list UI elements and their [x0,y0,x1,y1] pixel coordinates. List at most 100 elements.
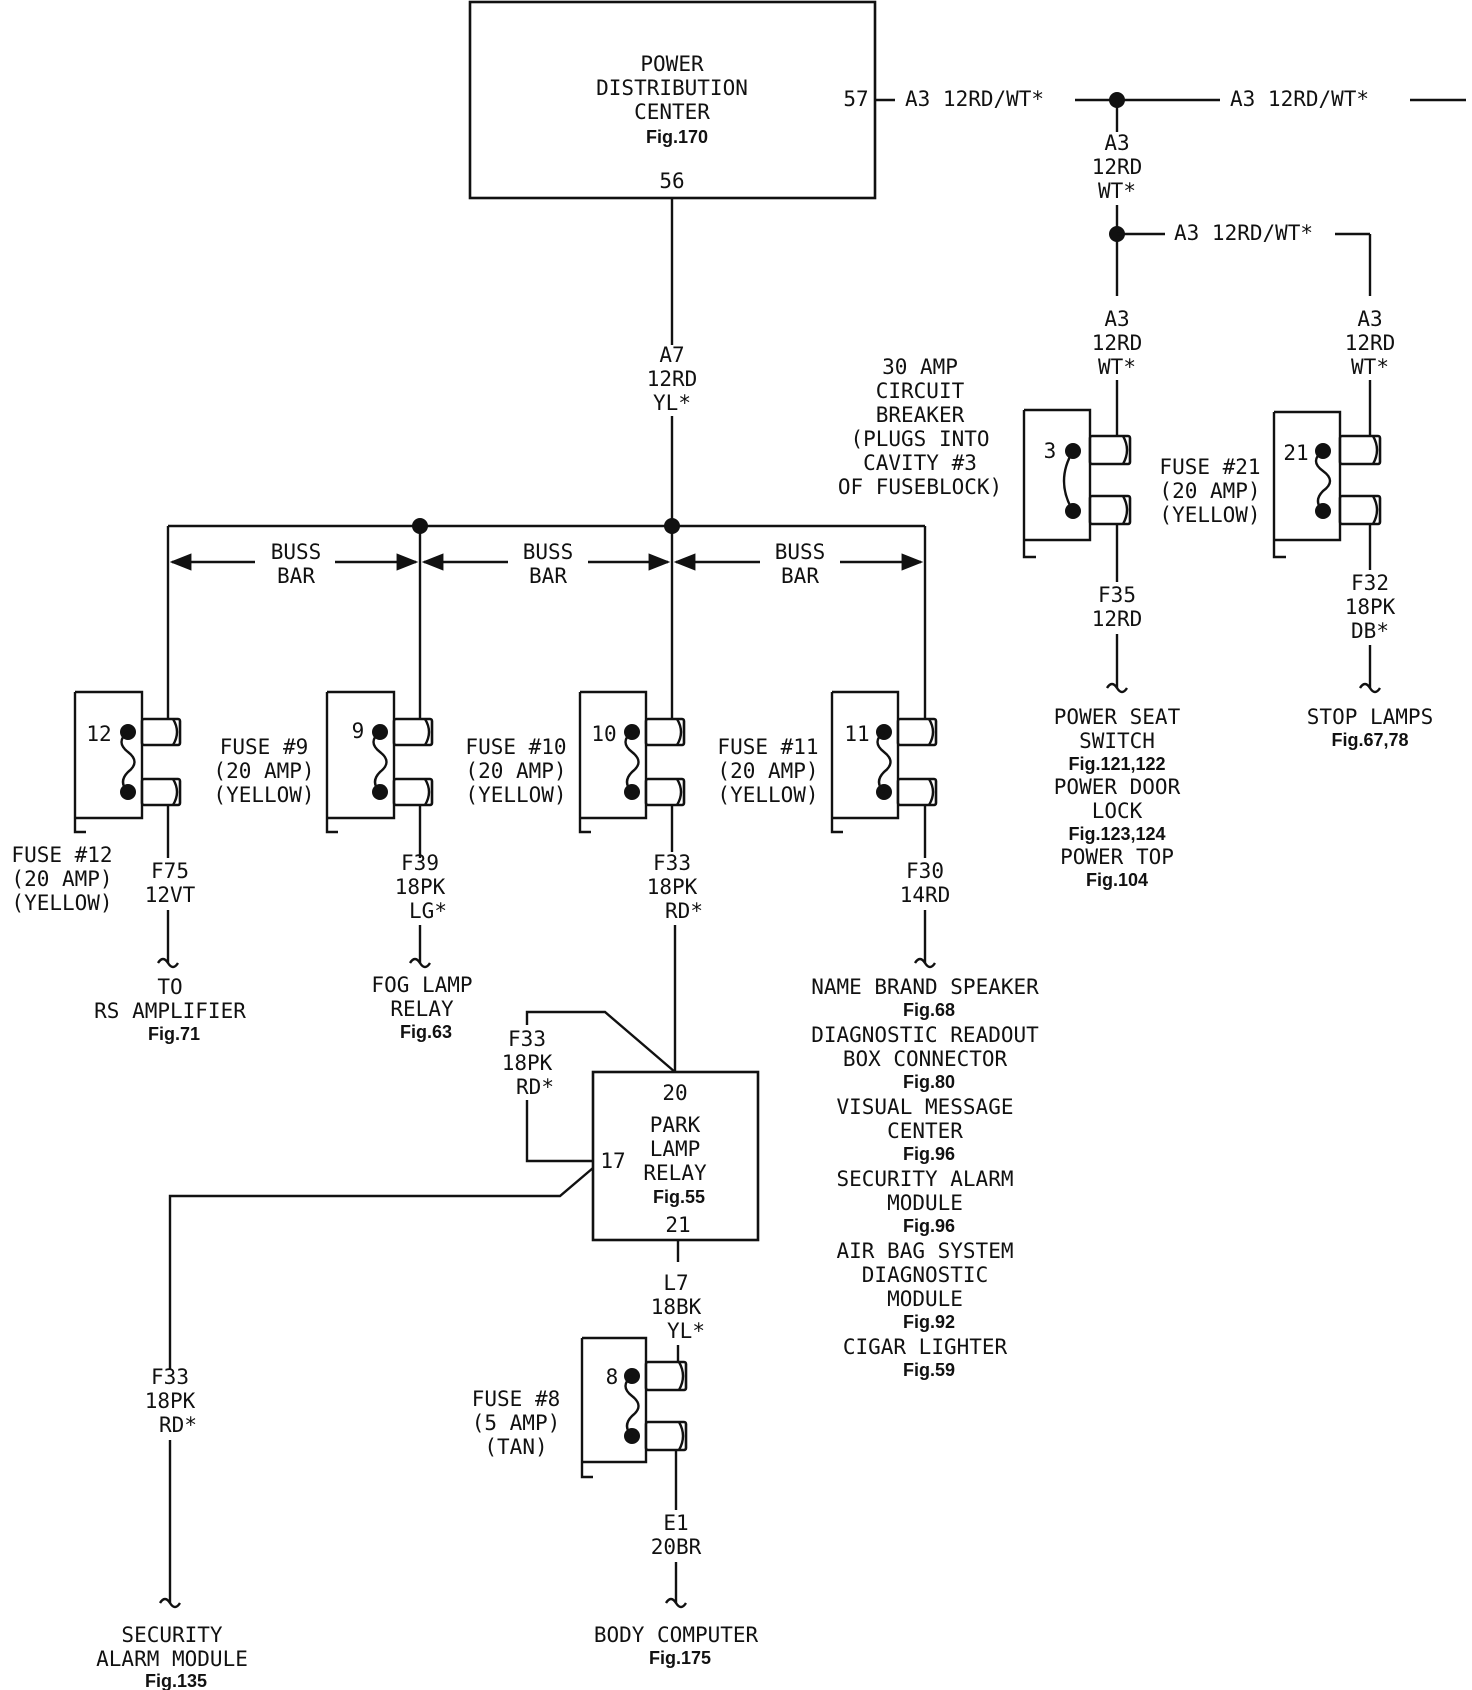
speaker-item-5-line-2: DIAGNOSTIC [862,1263,988,1287]
fuse-21-symbol: 21 [1272,410,1382,559]
e1-line-1: E1 [663,1511,688,1535]
fuse-9-line-1: FUSE #9 [220,735,309,759]
fuse-11-symbol: 11 [830,690,938,834]
a3-drop1-line-1: A3 [1104,131,1129,155]
speaker-item-4-fig: Fig.96 [903,1216,955,1236]
body-computer-fig: Fig.175 [649,1648,711,1668]
body-computer-label: BODY COMPUTER [594,1623,759,1647]
f33-line-1: F33 [653,851,691,875]
f33-line-3: RD* [665,899,703,923]
a3-drop1-line-2: 12RD [1092,155,1143,179]
pdc-title-line-2: DISTRIBUTION [596,76,748,100]
speaker-item-4-line-2: MODULE [887,1191,963,1215]
l7-line-2: 18BK [651,1295,702,1319]
relay-fig: Fig.55 [653,1187,705,1207]
cb-label-line-6: OF FUSEBLOCK) [838,475,1002,499]
fuse-21-cavity: 21 [1283,441,1308,465]
buss-bar-1-line-2: BAR [277,564,315,588]
speaker-item-5-fig: Fig.92 [903,1312,955,1332]
fuse-8-symbol: 8 [580,1336,688,1479]
speaker-item-3-fig: Fig.96 [903,1144,955,1164]
power-top-label: POWER TOP [1060,845,1174,869]
fuse-10-symbol: 10 [578,690,686,834]
fog-relay-line-1: FOG LAMP [371,973,472,997]
speaker-item-2-line-1: DIAGNOSTIC READOUT [811,1023,1039,1047]
rs-amp-line-2: RS AMPLIFIER [94,999,246,1023]
f32-line-2: 18PK [1345,595,1396,619]
l7-line-1: L7 [663,1271,688,1295]
park-lamp-relay: 20 17 PARK LAMP RELAY Fig.55 21 [591,1070,760,1242]
pdc-pin-57: 57 [843,87,868,111]
circuit-breaker-symbol: 3 [1022,408,1132,559]
fuse-21-line-1: FUSE #21 [1159,455,1260,479]
speaker-item-1-fig: Fig.68 [903,1000,955,1020]
cb-label-line-4: (PLUGS INTO [850,427,989,451]
f39-line-1: F39 [401,851,439,875]
fuse-10-line-3: (YELLOW) [465,783,566,807]
f33-loop-line-1: F33 [508,1027,546,1051]
f32-line-1: F32 [1351,571,1389,595]
a3-cb-line-2: 12RD [1092,331,1143,355]
f75-line-2: 12VT [145,883,196,907]
cb-label-line-2: CIRCUIT [876,379,965,403]
a3-drop1-line-3: WT* [1098,179,1136,203]
f32-line-3: DB* [1351,619,1389,643]
fuse-12-line-2: (20 AMP) [11,867,112,891]
power-door-line-1: POWER DOOR [1054,775,1181,799]
rs-amp-line-1: TO [157,975,182,999]
power-seat-line-2: SWITCH [1079,729,1155,753]
cb-cavity: 3 [1044,439,1057,463]
f33-loop-line-2: 18PK [502,1051,553,1075]
relay-title-line-3: RELAY [643,1161,707,1185]
a3-fuse21-line-2: 12RD [1345,331,1396,355]
speaker-item-6-line-1: CIGAR LIGHTER [843,1335,1008,1359]
relay-pin-17: 17 [600,1149,625,1173]
fog-relay-fig: Fig.63 [400,1022,452,1042]
security-module-line-2: ALARM MODULE [96,1647,248,1671]
relay-pin-20: 20 [662,1081,687,1105]
fuse-9-line-3: (YELLOW) [213,783,314,807]
a7-line-1: A7 [659,343,684,367]
speaker-item-2-line-2: BOX CONNECTOR [843,1047,1008,1071]
fuse-11-cavity: 11 [844,722,869,746]
power-door-fig: Fig.123,124 [1068,824,1165,844]
fuse-11-line-2: (20 AMP) [717,759,818,783]
speaker-item-3-line-1: VISUAL MESSAGE [836,1095,1013,1119]
a3-top-right-label: A3 12RD/WT* [1230,87,1369,111]
fuse-8-cavity: 8 [606,1365,619,1389]
power-distribution-center: POWER DISTRIBUTION CENTER Fig.170 56 [468,0,877,200]
a3-cb-line-3: WT* [1098,355,1136,379]
fuse-21-line-2: (20 AMP) [1159,479,1260,503]
f30-line-1: F30 [906,859,944,883]
fuse-12-cavity: 12 [86,722,111,746]
fog-relay-line-2: RELAY [390,997,454,1021]
f33-line-2: 18PK [647,875,698,899]
f33-sec-line-3: RD* [159,1413,197,1437]
stop-lamps-fig: Fig.67,78 [1331,730,1408,750]
pdc-fig: Fig.170 [646,127,708,147]
fuse-8-line-3: (TAN) [484,1435,547,1459]
pdc-title-line-1: POWER [640,52,704,76]
security-module-line-1: SECURITY [121,1623,223,1647]
fuse-8-line-2: (5 AMP) [472,1411,561,1435]
power-seat-line-1: POWER SEAT [1054,705,1181,729]
f33-sec-line-2: 18PK [145,1389,196,1413]
security-module-fig: Fig.135 [145,1671,207,1690]
speaker-item-4-line-1: SECURITY ALARM [836,1167,1013,1191]
buss-bar-2-line-2: BAR [529,564,567,588]
cb-label-line-5: CAVITY #3 [863,451,977,475]
speaker-item-5-line-3: MODULE [887,1287,963,1311]
a7-line-2: 12RD [647,367,698,391]
fuse-9-cavity: 9 [352,719,365,743]
power-top-fig: Fig.104 [1086,870,1148,890]
f35-line-1: F35 [1098,583,1136,607]
fuse-11-line-1: FUSE #11 [717,735,818,759]
fuse-10-line-1: FUSE #10 [465,735,566,759]
speaker-item-1-line-1: NAME BRAND SPEAKER [811,975,1039,999]
relay-pin-21: 21 [665,1213,690,1237]
cb-label-line-1: 30 AMP [882,355,958,379]
e1-line-2: 20BR [651,1535,702,1559]
junction-dot [664,518,680,534]
buss-bar-3-line-1: BUSS [775,540,826,564]
